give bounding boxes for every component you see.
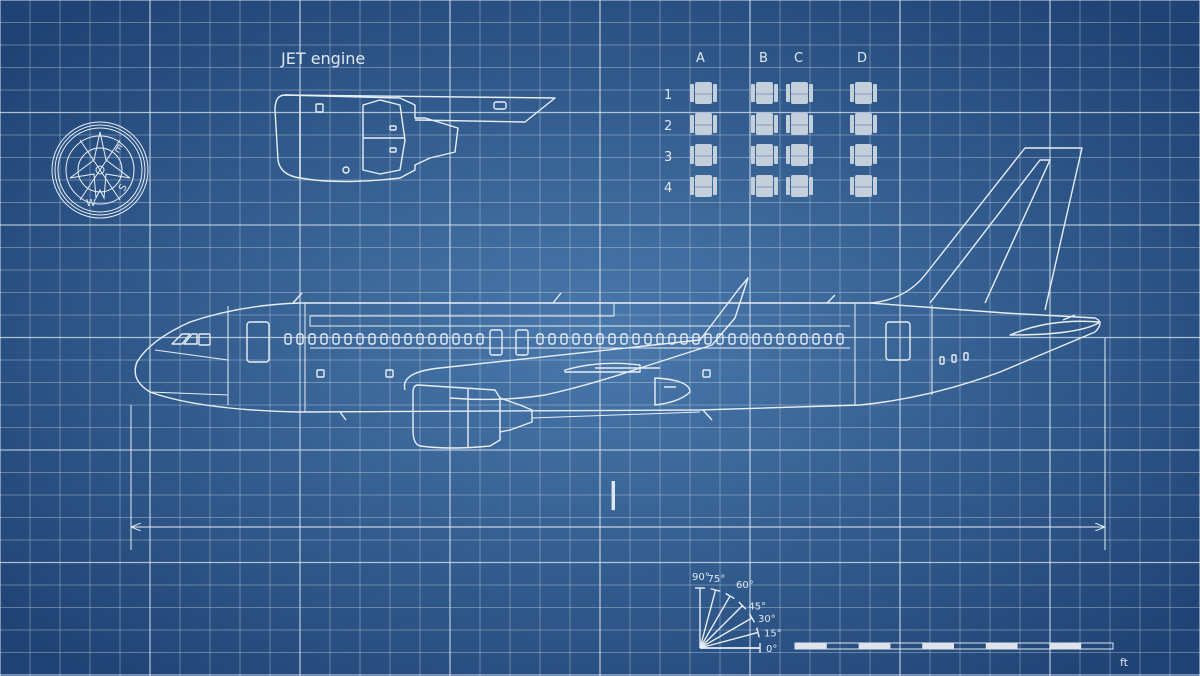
window (440, 333, 448, 345)
scale-segment (858, 643, 891, 649)
seat-column-d: D (857, 51, 867, 66)
angle-ray (699, 631, 759, 649)
seat-icon (690, 175, 717, 197)
length-label: l (608, 475, 619, 519)
window (476, 333, 484, 345)
scale-bar: ft (794, 642, 1129, 669)
seat-icon (786, 113, 813, 135)
angle-ray (699, 605, 743, 649)
compass-letter-w: W (86, 198, 96, 209)
scale-segment (922, 643, 954, 649)
window (572, 333, 580, 345)
compass-letter-e: E (113, 143, 124, 156)
window (596, 333, 604, 345)
seat-icon (786, 82, 813, 104)
window (452, 333, 460, 345)
window (788, 333, 796, 345)
seat-icon (751, 82, 778, 104)
window (620, 333, 628, 345)
angle-label: 90° (692, 572, 710, 583)
angle-ray (699, 595, 731, 649)
jet-engine-drawing (274, 94, 556, 183)
seat-icon (850, 113, 877, 135)
seat-row-4: 4 (664, 181, 672, 196)
window (584, 333, 592, 345)
seat-column-b: B (759, 51, 768, 66)
scale-unit: ft (1120, 656, 1129, 669)
window (296, 333, 304, 345)
window (536, 333, 544, 345)
compass-letter-s: S (117, 182, 130, 193)
seat-row-3: 3 (664, 150, 672, 165)
window (344, 333, 352, 345)
window (764, 333, 772, 345)
window (608, 333, 616, 345)
angle-label: 30° (758, 614, 776, 625)
window (308, 333, 316, 345)
seat-column-c: C (794, 51, 803, 66)
angle-gauge: 0° 15° 30°45° 60° 75°90° (692, 572, 782, 655)
angle-ray (699, 617, 753, 649)
length-dimension: l (130, 338, 1106, 550)
window (332, 333, 340, 345)
seat-column-a: A (696, 51, 705, 66)
window (548, 333, 556, 345)
window (416, 333, 424, 345)
angle-label: 15° (764, 628, 782, 639)
seat-icon (786, 144, 813, 166)
seat-icon (751, 175, 778, 197)
window (632, 333, 640, 345)
seat-icon (850, 175, 877, 197)
window (356, 333, 364, 345)
window (368, 333, 376, 345)
seat-icon (850, 82, 877, 104)
seat-icon (751, 113, 778, 135)
seat-row-1: 1 (664, 88, 672, 103)
angle-label: 60° (736, 580, 754, 591)
seat-icon (850, 144, 877, 166)
angle-label: 45° (748, 602, 766, 613)
window (776, 333, 784, 345)
window (464, 333, 472, 345)
compass: E S W (51, 121, 149, 219)
engine-title: JET engine (280, 49, 365, 68)
window (284, 333, 292, 345)
angle-label: 75° (708, 574, 726, 585)
window (380, 333, 388, 345)
seat-map: A B C D 1 2 3 4 (664, 51, 877, 197)
window (404, 333, 412, 345)
seat-icon (786, 175, 813, 197)
seat-icon (690, 144, 717, 166)
window (644, 333, 652, 345)
seat-icon (751, 144, 778, 166)
window (428, 333, 436, 345)
window (680, 333, 688, 345)
window (704, 333, 712, 345)
scale-segment (985, 643, 1018, 649)
window (320, 333, 328, 345)
angle-label: 0° (766, 644, 777, 655)
airplane-side-view (134, 147, 1101, 449)
scale-segment (795, 643, 827, 649)
window (824, 333, 832, 345)
window (836, 333, 844, 345)
seat-icon (690, 113, 717, 135)
seat-icon (690, 82, 717, 104)
window (392, 333, 400, 345)
window (692, 333, 700, 345)
angle-ray (699, 589, 717, 649)
window (812, 333, 820, 345)
window (740, 333, 748, 345)
window (800, 333, 808, 345)
window (668, 333, 676, 345)
window (560, 333, 568, 345)
window (752, 333, 760, 345)
window (728, 333, 736, 345)
seat-row-2: 2 (664, 119, 672, 134)
scale-segment (1049, 643, 1082, 649)
